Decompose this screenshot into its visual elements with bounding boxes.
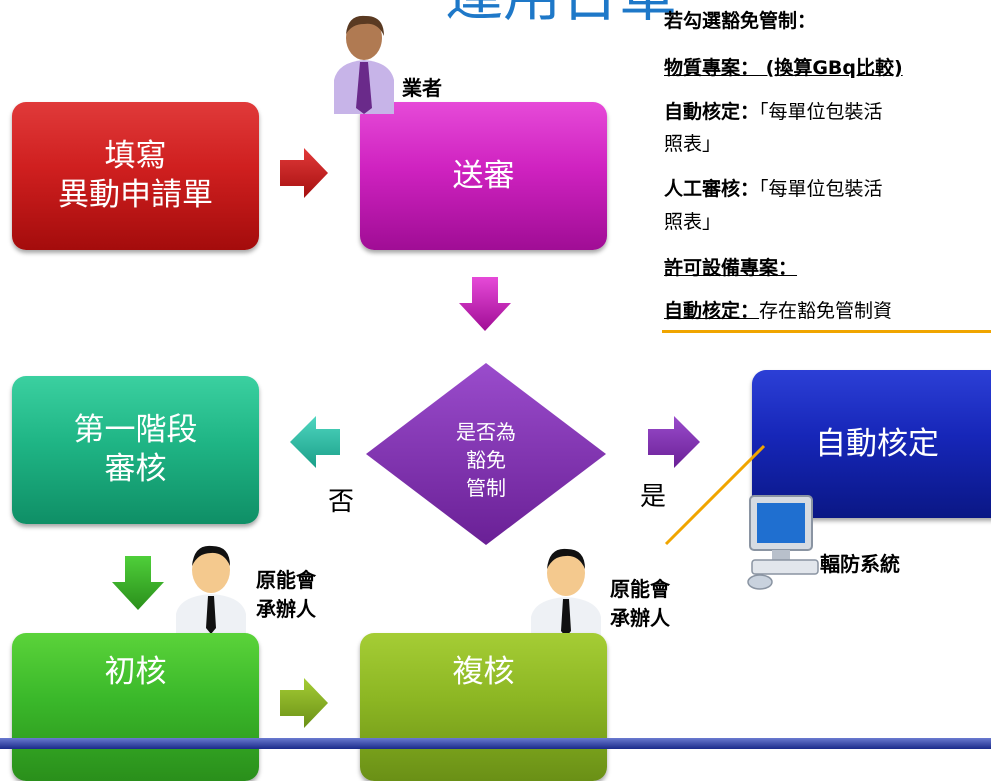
computer-icon <box>747 495 819 590</box>
first-stage-line2: 審核 <box>104 451 167 487</box>
info-line-7: 許可設備專案： <box>664 257 798 279</box>
business-label: 業者 <box>402 76 442 100</box>
right-arrow-icon <box>648 416 700 468</box>
fill-form-line2: 異動申請單 <box>58 177 213 213</box>
down-arrow-icon <box>459 277 511 331</box>
info-line-6: 照表」 <box>664 211 722 233</box>
re-review-label: 複核 <box>452 653 515 690</box>
handler-left-label: 原能會 承辦人 <box>256 568 316 621</box>
right-arrow-icon <box>280 678 328 728</box>
fill-form-line1: 填寫 <box>104 138 167 175</box>
info-line-1: 若勾選豁免管制： <box>664 12 816 31</box>
radiation-system-label: 輻防系統 <box>820 552 900 576</box>
initial-review-label: 初核 <box>104 653 167 690</box>
business-person-icon <box>334 15 394 114</box>
initial-review-box: 初核 <box>12 633 259 781</box>
fill-form-box: 填寫 異動申請單 <box>12 102 259 250</box>
info-line-3: 自動核定：「每單位包裝活 <box>664 103 883 122</box>
yes-label: 是 <box>640 482 667 512</box>
page-title: 運用台軍 <box>445 0 677 24</box>
first-stage-box: 第一階段 審核 <box>12 376 259 524</box>
info-line-5: 人工審核：「每單位包裝活 <box>664 180 883 199</box>
auto-approve-label: 自動核定 <box>815 425 939 462</box>
bottom-bar <box>0 738 991 749</box>
handler-person-icon <box>176 545 246 636</box>
submit-box: 送審 <box>360 102 607 250</box>
accent-underline <box>662 330 991 333</box>
handler-person-icon <box>531 548 601 639</box>
info-exempt-title: 若勾選豁免管制： <box>664 10 817 32</box>
left-arrow-icon <box>290 416 340 468</box>
right-arrow-icon <box>280 148 328 198</box>
info-material-head: 物質專案： <box>664 57 760 79</box>
decision-diamond <box>366 363 606 545</box>
info-line-4: 照表」 <box>664 133 722 155</box>
down-arrow-icon <box>112 556 164 610</box>
handler-right-label: 原能會 承辦人 <box>610 577 670 630</box>
info-auto-tail: 「每單位包裝活 <box>759 101 883 123</box>
re-review-box: 複核 <box>360 633 607 781</box>
first-stage-line1: 第一階段 <box>73 412 198 449</box>
info-line-2: 物質專案： (換算GBq比較) <box>664 59 903 78</box>
info-manual-tail: 「每單位包裝活 <box>759 178 883 200</box>
decision-text: 是否為 豁免 管制 <box>456 420 516 500</box>
info-line-8: 自動核定：存在豁免管制資 <box>664 302 892 321</box>
info-material-tail: (換算GBq比較) <box>759 57 903 79</box>
info-device-auto-head: 自動核定： <box>664 300 760 322</box>
submit-label: 送審 <box>452 157 515 194</box>
auto-approve-box: 自動核定 <box>752 370 991 518</box>
info-manual-head: 人工審核： <box>664 178 760 200</box>
no-label: 否 <box>328 487 355 517</box>
info-device-auto-tail: 存在豁免管制資 <box>759 300 893 322</box>
connector-line <box>664 444 766 546</box>
info-auto-head: 自動核定： <box>664 101 760 123</box>
